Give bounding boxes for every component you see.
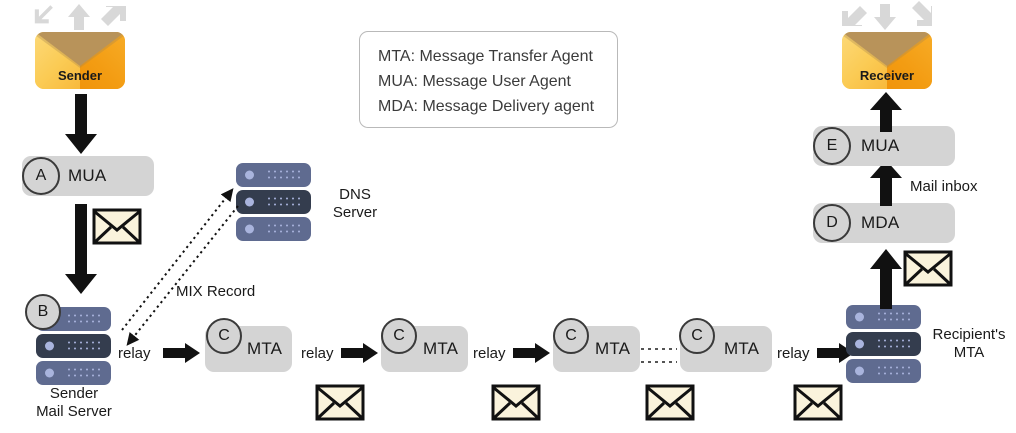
node-mta-1-label: MTA (247, 339, 283, 358)
arrow-relay-4 (817, 343, 854, 363)
node-mta-3-label: MTA (595, 339, 631, 358)
rack-tier-2 (36, 334, 111, 358)
rack-tier-3 (236, 217, 311, 241)
arrow-relay-1 (163, 343, 200, 363)
dns-server-rack[interactable] (236, 163, 311, 244)
rack-led-icon (245, 170, 254, 180)
receiver-envelope-flap-icon (842, 32, 932, 68)
rack-led-icon (855, 312, 864, 322)
rack-tier-2 (236, 190, 311, 214)
node-mta-2-label: MTA (423, 339, 459, 358)
rack-dots-icon (268, 170, 304, 181)
receiver-incoming-arrows (842, 1, 932, 30)
relay-label-4: relay (777, 345, 810, 362)
legend-line-mta: MTA: Message Transfer Agent (378, 48, 593, 65)
rack-dots-icon (878, 312, 914, 323)
rack-tier-1 (846, 305, 921, 329)
arrow-mua-to-receiver (870, 92, 902, 132)
sender-envelope: Sender (35, 32, 125, 89)
mail-envelope-icon-2 (315, 384, 365, 421)
arrow-recipient-mta-to-mda (870, 249, 902, 309)
mta-chain-continuation-dots (641, 348, 677, 363)
rack-tier-2 (846, 332, 921, 356)
rack-led-icon (855, 339, 864, 349)
arrow-relay-2 (341, 343, 378, 363)
node-mua-sender-label: MUA (68, 166, 107, 185)
legend-line-mua: MUA: Message User Agent (378, 73, 571, 90)
sender-envelope-flap-icon (35, 32, 125, 68)
mix-record-label: MIX Record (176, 283, 256, 300)
dns-query-response-lines (121, 188, 239, 346)
arrow-mda-to-mua (870, 160, 902, 206)
relay-label-3: relay (473, 345, 506, 362)
arrow-relay-3 (513, 343, 550, 363)
mail-envelope-icon-6 (903, 250, 953, 287)
legend-line-mda: MDA: Message Delivery agent (378, 98, 595, 115)
rack-led-icon (45, 368, 54, 378)
step-badge-b: B (25, 294, 61, 330)
sender-mail-server-caption: Sender Mail Server (36, 385, 112, 420)
sender-label: Sender (57, 68, 103, 83)
mail-envelope-icon-1 (92, 208, 142, 245)
rack-tier-1 (236, 163, 311, 187)
node-mta-4-label: MTA (724, 339, 760, 358)
mail-envelope-icon-4 (645, 384, 695, 421)
node-mua-receiver-label: MUA (861, 136, 900, 155)
rack-dots-icon (268, 224, 304, 235)
mail-inbox-label: Mail inbox (910, 178, 978, 195)
recipient-mta-rack[interactable] (846, 305, 921, 386)
step-badge-c-2: C (381, 318, 417, 354)
rack-dots-icon (878, 339, 914, 350)
step-badge-d: D (813, 204, 851, 242)
rack-dots-icon (68, 341, 104, 352)
step-badge-c-4: C (679, 318, 715, 354)
step-badge-a: A (22, 157, 60, 195)
rack-tier-3 (36, 361, 111, 385)
receiver-envelope: Receiver (842, 32, 932, 89)
step-badge-e: E (813, 127, 851, 165)
relay-label-2: relay (301, 345, 334, 362)
sender-envelope-body (35, 32, 125, 89)
mail-envelope-icon-3 (491, 384, 541, 421)
rack-led-icon (45, 341, 54, 351)
rack-led-icon (245, 224, 254, 234)
rack-tier-3 (846, 359, 921, 383)
rack-dots-icon (68, 368, 104, 379)
rack-led-icon (245, 197, 254, 207)
rack-led-icon (855, 366, 864, 376)
arrow-mua-to-mailserver (65, 204, 97, 294)
node-mda-label: MDA (861, 213, 900, 232)
receiver-envelope-body (842, 32, 932, 89)
step-badge-c-3: C (553, 318, 589, 354)
step-badge-c-1: C (206, 318, 242, 354)
relay-label-1: relay (118, 345, 151, 362)
receiver-label: Receiver (859, 68, 915, 83)
rack-dots-icon (878, 366, 914, 377)
dns-server-caption: DNS Server (332, 186, 378, 221)
rack-dots-icon (68, 314, 104, 325)
sender-outgoing-arrows (34, 4, 126, 30)
legend-box: MTA: Message Transfer Agent MUA: Message… (359, 31, 618, 128)
recipient-mta-caption: Recipient's MTA (932, 326, 1006, 361)
mail-envelope-icon-5 (793, 384, 843, 421)
arrow-sender-to-mua (65, 94, 97, 154)
rack-dots-icon (268, 197, 304, 208)
